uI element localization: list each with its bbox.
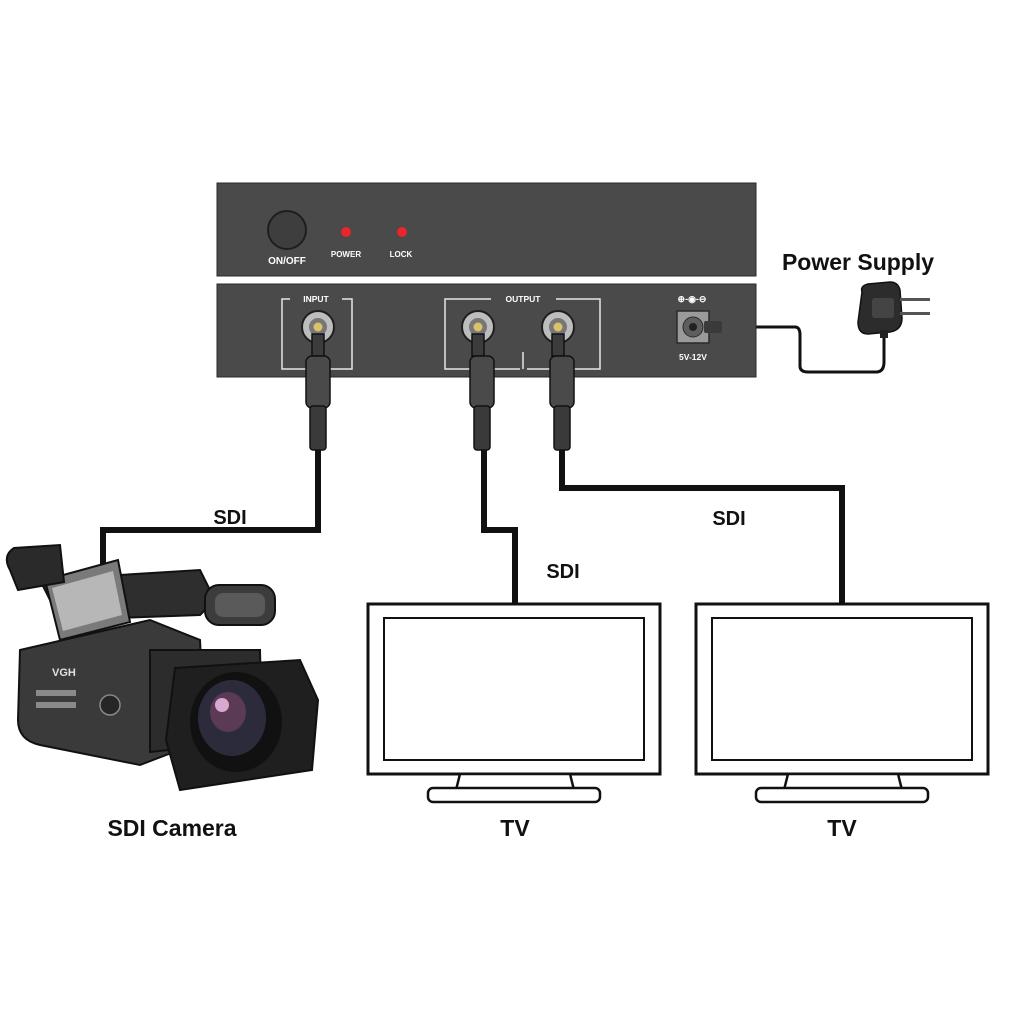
sdi-label-camera-link: SDI [213,507,246,529]
sdi-cable-camera [100,445,321,565]
sdi-label-tv2-link: SDI [712,508,745,530]
lock-led-label: LOCK [390,250,413,259]
bnc-output-connector-2 [541,310,575,344]
bnc-plug-input [305,333,331,451]
power-polarity-symbol: ⊕-◉-⊖ [678,294,707,304]
on-off-label: ON/OFF [268,256,306,267]
sdi-camera-label: SDI Camera [107,815,236,841]
tv1-label: TV [500,815,530,841]
sdi-cable-tv1 [481,445,518,605]
tv2-label: TV [827,815,857,841]
on-off-button[interactable] [267,210,307,250]
output-label: OUTPUT [506,294,542,304]
tv-icon-2 [694,602,990,804]
bnc-plug-output-2 [549,333,575,451]
bnc-output-connector-1 [461,310,495,344]
sdi-cable-tv2 [559,445,845,605]
power-led-label: POWER [331,250,361,259]
cables [100,445,845,605]
power-led [341,227,351,237]
power-supply-label: Power Supply [782,249,934,275]
camcorder-icon: VGH [5,543,320,792]
power-plug [704,321,722,333]
voltage-label: 5V-12V [679,352,707,362]
sdi-label-tv1-link: SDI [546,561,579,583]
lock-led [397,227,407,237]
device-top-panel: ON/OFF POWER LOCK [216,182,757,277]
power-adapter-icon [857,281,930,338]
input-label: INPUT [303,294,329,304]
power-cable [718,325,886,374]
bnc-plug-output-1 [469,333,495,451]
camera-brand-mark: VGH [52,667,76,679]
tv-icon-1 [366,602,662,804]
